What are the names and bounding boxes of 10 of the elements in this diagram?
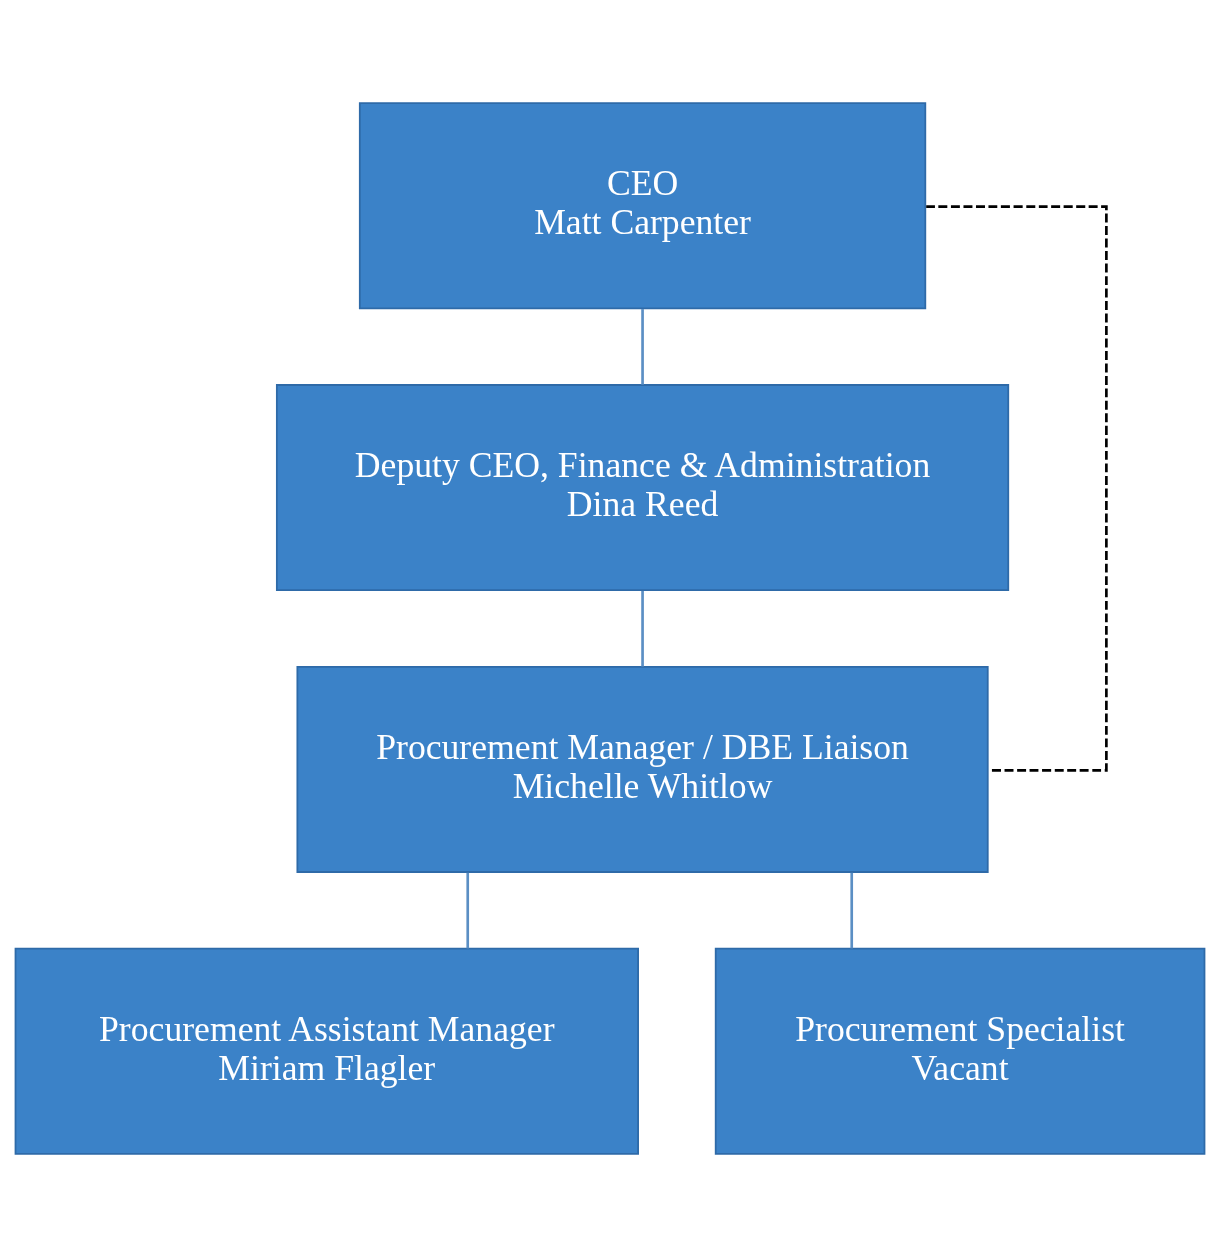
node-box: Procurement Specialist Vacant — [714, 947, 1206, 1155]
connector — [926, 205, 1108, 772]
connector — [850, 872, 854, 949]
node-box: CEO Matt Carpenter — [358, 102, 927, 310]
connector — [641, 590, 644, 667]
node-box: Procurement Manager / DBE Liaison Michelle Whitlow — [296, 665, 989, 873]
node-box: Procurement Assistant Manager Miriam Flagler — [14, 947, 639, 1155]
node-box: Deputy CEO, Finance & Administration Dina Reed — [275, 384, 1010, 592]
connector — [466, 872, 470, 949]
connector — [641, 309, 644, 385]
